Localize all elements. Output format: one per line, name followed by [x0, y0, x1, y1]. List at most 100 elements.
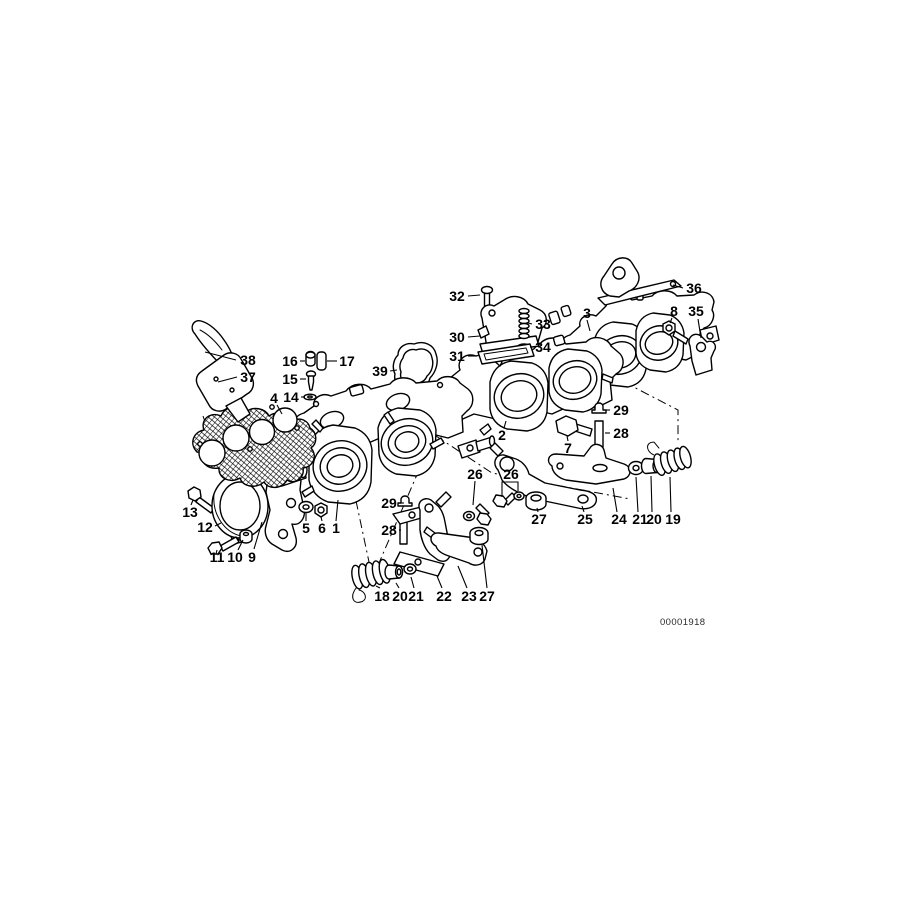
diagram-artwork [187, 257, 720, 603]
part-nut-6 [314, 502, 328, 518]
part-callout-22: 22 [436, 588, 452, 604]
part-bolt-26-left [462, 503, 492, 526]
part-washer-21-left [403, 563, 417, 575]
callout-leader-32 [467, 294, 481, 297]
part-callout-1: 1 [332, 520, 340, 536]
callout-leader-19 [669, 476, 672, 513]
callout-leader-36 [672, 284, 684, 289]
part-callout-14: 14 [283, 389, 299, 405]
part-callout-39: 39 [372, 363, 388, 379]
callout-leader-39 [389, 369, 398, 372]
part-callout-20: 20 [646, 511, 662, 527]
part-callout-19: 19 [665, 511, 681, 527]
part-callout-36: 36 [686, 280, 702, 296]
callout-leader-30 [467, 335, 481, 338]
part-callout-17: 17 [339, 353, 355, 369]
callout-leader-24 [612, 487, 618, 513]
callout-leader-22 [436, 575, 443, 589]
part-callout-28: 28 [381, 522, 397, 538]
part-callout-28: 28 [613, 425, 629, 441]
callout-leader-4 [276, 404, 283, 415]
part-gasket-31 [477, 343, 535, 365]
part-callout-15: 15 [282, 371, 298, 387]
part-nut-27-left [469, 526, 489, 546]
callout-leader-2 [503, 420, 507, 429]
part-callout-32: 32 [449, 288, 465, 304]
part-callout-24: 24 [611, 511, 627, 527]
callout-leader-26 [472, 480, 476, 506]
part-throttle-sensor-37 [195, 352, 255, 423]
part-bolt-13 [187, 486, 215, 514]
part-callout-11: 11 [210, 549, 225, 565]
part-nut-27-right [525, 491, 547, 511]
part-washer-14 [303, 393, 317, 401]
part-callout-5: 5 [302, 520, 310, 536]
callout-leader-10 [237, 539, 244, 551]
callout-leader-38 [204, 351, 237, 361]
part-bushing-20-left [384, 564, 404, 580]
part-callout-13: 13 [182, 504, 198, 520]
callout-leader-1 [335, 499, 339, 522]
part-callout-29: 29 [613, 402, 629, 418]
part-bolt-26-right [492, 491, 525, 508]
callout-leader-9 [253, 521, 263, 550]
part-callout-21: 21 [632, 511, 648, 527]
callout-leader-21 [410, 576, 415, 589]
part-callout-30: 30 [449, 329, 465, 345]
part-callout-34: 34 [535, 339, 551, 355]
callout-leader-11 [215, 549, 218, 555]
callout-leader-26 [501, 481, 519, 497]
part-callout-26: 26 [467, 466, 483, 482]
part-callout-6: 6 [318, 520, 326, 536]
part-callout-25: 25 [577, 511, 593, 527]
part-callout-27: 27 [531, 511, 547, 527]
part-callout-4: 4 [270, 390, 278, 406]
callout-leader-20 [395, 582, 400, 589]
part-spring-19 [647, 441, 692, 476]
part-callout-12: 12 [197, 519, 213, 535]
part-callout-33: 33 [535, 316, 551, 332]
callout-leader-37 [217, 376, 238, 383]
part-callout-27: 27 [479, 588, 495, 604]
part-sleeve-17 [316, 351, 327, 371]
callout-leader-18 [375, 585, 381, 589]
part-callout-16: 16 [282, 353, 298, 369]
part-callout-18: 18 [374, 588, 390, 604]
part-cap-nut-29-left [397, 495, 413, 507]
part-callout-21: 21 [408, 588, 424, 604]
part-bracket-36 [597, 257, 682, 306]
part-callout-20: 20 [392, 588, 408, 604]
callout-leader-13 [190, 499, 194, 506]
part-throttle-body-1 [276, 376, 496, 505]
callout-leader-20 [650, 475, 653, 513]
part-cap-nut-16 [305, 350, 316, 367]
callout-leader-3 [586, 319, 591, 332]
part-callout-29: 29 [381, 495, 397, 511]
callout-leader-7 [566, 435, 569, 442]
part-bracket-35 [688, 333, 717, 376]
part-callout-8: 8 [670, 303, 678, 319]
part-callout-7: 7 [564, 440, 572, 456]
part-spring-33 [518, 307, 530, 340]
part-callout-38: 38 [240, 352, 256, 368]
part-callout-3: 3 [583, 305, 591, 321]
part-gasket-4 [192, 404, 317, 489]
callout-leader-27 [536, 507, 539, 513]
part-callout-37: 37 [240, 369, 256, 385]
part-nut-10 [239, 529, 253, 544]
part-lever-24 [547, 443, 631, 485]
callout-leader-12 [214, 522, 222, 527]
part-screw-15 [305, 370, 317, 391]
part-callout-2: 2 [498, 427, 506, 443]
part-callout-35: 35 [688, 303, 704, 319]
part-bolt-7 [555, 415, 593, 437]
callout-leader-35 [697, 318, 702, 339]
part-callout-10: 10 [227, 549, 243, 565]
part-callout-9: 9 [248, 549, 256, 565]
callout-leader-23 [457, 565, 468, 589]
part-cap-nut-29-right [591, 402, 607, 414]
doc-number: 00001918 [660, 617, 705, 628]
